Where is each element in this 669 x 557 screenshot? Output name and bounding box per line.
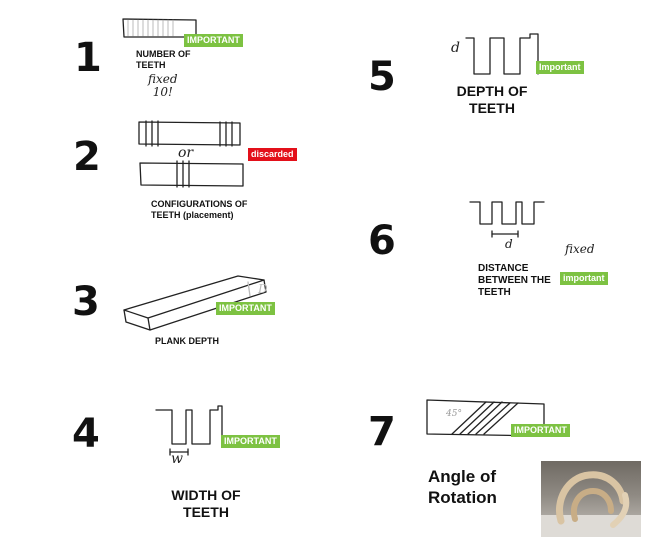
step-6-number: 6 — [368, 218, 396, 264]
step-5-depth-note: d — [451, 40, 460, 56]
step-1-number: 1 — [74, 35, 102, 81]
step-2-or-note: or — [178, 145, 194, 161]
step-6-fixed-note: fixed — [565, 242, 595, 256]
step-2-plank-bottom-sketch — [139, 160, 244, 188]
step-4-label: WIDTH OF TEETH — [171, 487, 241, 520]
step-3-depth-note: D — [258, 282, 268, 296]
step-1-handwritten-note: fixed 10! — [148, 72, 178, 99]
step-2-number: 2 — [73, 134, 101, 180]
step-3-plank-sketch — [123, 275, 267, 331]
step-5-number: 5 — [368, 54, 396, 100]
step-4-number: 4 — [72, 411, 100, 457]
step-5-important-tag: Important — [536, 61, 584, 74]
step-6-important-tag: important — [560, 272, 608, 285]
step-7-number: 7 — [368, 409, 396, 455]
step-2-plank-top-sketch — [138, 120, 241, 147]
step-5-label: DEPTH OF TEETH — [456, 83, 528, 116]
step-1-label: NUMBER OF TEETH — [136, 49, 191, 70]
photo-ring-sculpture — [556, 471, 630, 528]
step-7-important-tag: IMPORTANT — [511, 424, 570, 437]
step-6-label: DISTANCE BETWEEN THE TEETH — [478, 263, 551, 298]
step-3-number: 3 — [72, 279, 100, 325]
step-7-label: Angle of Rotation — [428, 467, 497, 507]
step-2-discarded-tag: discarded — [248, 148, 297, 161]
step-6-distance-note: d — [505, 237, 513, 251]
step-3-important-tag: IMPORTANT — [216, 302, 275, 315]
step-7-angle-note: 45° — [446, 409, 462, 419]
step-5-teeth-sketch — [465, 33, 539, 75]
step-7-plank-sketch — [426, 399, 545, 437]
step-6-teeth-sketch — [469, 201, 545, 238]
step-4-important-tag: IMPORTANT — [221, 435, 280, 448]
step-3-label: PLANK DEPTH — [155, 336, 220, 346]
step-7-sculpture-photo — [541, 461, 641, 537]
step-1-important-tag: IMPORTANT — [184, 34, 243, 47]
step-4-width-note: w — [171, 451, 183, 467]
step-2-label: CONFIGURATIONS OF TEETH (placement) — [151, 199, 248, 220]
step-4-teeth-sketch — [155, 405, 223, 456]
